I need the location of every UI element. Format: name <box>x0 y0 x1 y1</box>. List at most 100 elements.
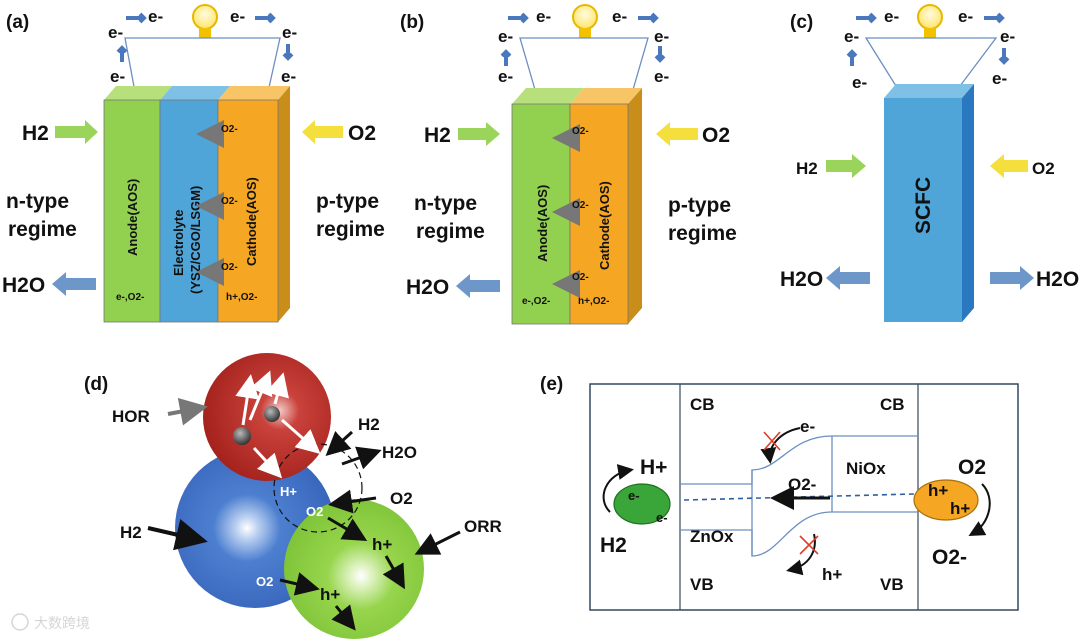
oxygen-input-label: O2 <box>1032 159 1055 178</box>
electron-label: e- <box>110 67 125 86</box>
electron-label: e- <box>148 7 163 26</box>
oxide-ion-label: O2- <box>572 272 589 283</box>
anode-carriers: e-,O2- <box>116 292 144 303</box>
hydrogen-label: H2 <box>600 534 627 557</box>
hydrogen-label: H2 <box>358 415 380 434</box>
hole-label: h+ <box>928 481 948 500</box>
nio-label: NiOx <box>846 459 886 478</box>
hydrogen-arrow <box>826 154 866 178</box>
oxygen-arrow <box>328 489 377 514</box>
water-arrow <box>456 274 500 298</box>
electron-flow-arrow <box>116 45 128 62</box>
hydrogen-arrow <box>55 120 98 144</box>
oxygen-label: O2 <box>390 489 413 508</box>
hor-cycle-arrow <box>602 464 634 513</box>
electron-flow-arrow <box>654 46 666 63</box>
blocked-electron-arrow <box>760 427 801 464</box>
electron-label: e- <box>281 67 296 86</box>
electron-flow-arrow <box>500 49 512 66</box>
oxygen-input-label: O2 <box>702 124 730 147</box>
electron-label: e- <box>852 73 867 92</box>
hydrogen-atom <box>233 427 251 445</box>
electron-flow-arrow <box>846 49 858 66</box>
oxide-ion-label: O2- <box>572 200 589 211</box>
hole-label: h+ <box>320 585 340 604</box>
hydride-label: H- <box>322 458 336 473</box>
cathode-label: Cathode(AOS) <box>597 181 612 270</box>
hole-label: h+ <box>822 565 842 584</box>
orr-cycle-arrow <box>968 483 991 536</box>
orr-label: ORR <box>464 517 502 536</box>
band-diagram-frame <box>589 383 1019 611</box>
n-type-label: n-type <box>6 190 69 213</box>
electron-flow-arrow <box>998 48 1010 65</box>
water-arrow <box>52 272 96 296</box>
oxygen-arrow <box>302 120 343 144</box>
watermark: 大数跨境 <box>11 613 90 632</box>
vb-right-label: VB <box>880 575 904 594</box>
panel-b-label: (b) <box>400 12 424 33</box>
hydrogen-feed-label: H2 <box>120 523 142 542</box>
panel-e-label: (e) <box>540 374 563 395</box>
electron-flow-arrow <box>638 12 659 24</box>
oxygen-bottom-label: O2 <box>256 574 273 589</box>
hydrogen-input-label: H2 <box>796 159 818 178</box>
electron-flow-arrow <box>282 44 294 61</box>
water-output-label: H2O <box>406 276 449 299</box>
cathode-carriers: h+,O2- <box>578 296 609 307</box>
panel-a: (a) e- e- e- e- e- e- Anode(AOS) Electro… <box>2 4 385 323</box>
regime-label: regime <box>416 220 485 243</box>
p-type-label: p-type <box>316 190 379 213</box>
water-output-label: H2O <box>780 268 823 291</box>
ion-migration: O2- O2- O2- <box>552 124 589 298</box>
electron-flow-arrow <box>856 12 877 24</box>
hydrogen-input-label: H2 <box>22 122 49 145</box>
hole-arrow <box>331 604 356 631</box>
ion-migration: O2- O2- O2- <box>196 120 238 286</box>
electron-label: e- <box>1000 27 1015 46</box>
circuit-wire <box>124 37 281 93</box>
electron-flow-arrow <box>984 12 1005 24</box>
electron-label: e- <box>230 7 245 26</box>
water-label: H2O <box>382 443 417 462</box>
electron-label: e- <box>654 27 669 46</box>
cb-left-label: CB <box>690 395 715 414</box>
fuel-cell-a: Anode(AOS) Electrolyte (YSZ/CGO/LSGM) Ca… <box>103 86 290 323</box>
panel-a-label: (a) <box>6 12 29 33</box>
fuel-cell-b: Anode(AOS) Cathode(AOS) e-,O2- h+,O2- O2… <box>511 88 642 325</box>
hole-label: h+ <box>372 535 392 554</box>
water-arrow <box>341 446 382 470</box>
hydrogen-atom <box>264 406 280 422</box>
oxide-ion-label: O2- <box>221 124 238 135</box>
interface-region <box>273 443 363 533</box>
electron-label: e- <box>656 510 668 525</box>
panel-b: (b) e- e- e- e- e- e- Anode(AOS) Cathode… <box>400 4 737 325</box>
watermark-text: 大数跨境 <box>34 616 90 632</box>
hor-arrow <box>167 397 208 426</box>
oxygen-bottom-arrow <box>279 572 320 596</box>
anode-label: Anode(AOS) <box>125 179 140 256</box>
orr-arrow <box>414 530 461 555</box>
regime-label: regime <box>8 218 77 241</box>
hole-arrow <box>327 516 368 542</box>
cathode-carriers: h+,O2- <box>226 292 257 303</box>
oxygen-arrow <box>656 122 698 146</box>
electrolyte-material-label: (YSZ/CGO/LSGM) <box>188 186 203 294</box>
circuit-wire <box>864 37 998 87</box>
panel-d-label: (d) <box>84 374 108 395</box>
electron-flow-arrow <box>508 12 529 24</box>
electron-label: e- <box>992 69 1007 88</box>
electron-flow-arrow <box>255 12 276 24</box>
anode-label: Anode(AOS) <box>535 185 550 262</box>
n-type-label: n-type <box>414 192 477 215</box>
hydrogen-arrow <box>458 122 500 146</box>
panel-c-label: (c) <box>790 12 813 33</box>
regime-label: regime <box>316 218 385 241</box>
electron-label: e- <box>800 417 815 436</box>
scfc-body <box>884 98 962 322</box>
proton-label: H+ <box>280 484 297 499</box>
lightbulb-icon <box>572 4 598 38</box>
panel-d: (d) HOR H2 H- H2O H+ O2 O2 H2 h+ ORR O2 <box>84 353 502 639</box>
oxide-ion-label: O2- <box>221 196 238 207</box>
oxide-ion-label: O2- <box>572 126 589 137</box>
